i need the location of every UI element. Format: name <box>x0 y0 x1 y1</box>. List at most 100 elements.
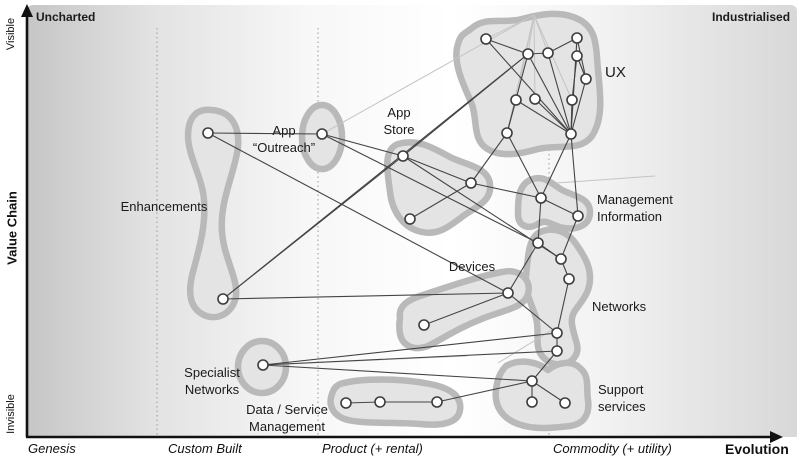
label-industrialised: Industrialised <box>712 10 791 24</box>
map-node-E2[interactable] <box>217 293 229 305</box>
map-node-N3[interactable] <box>563 273 575 285</box>
map-node-M1[interactable] <box>535 192 547 204</box>
cluster-label-app-store-line1: Store <box>383 122 414 137</box>
map-node-U10[interactable] <box>501 127 513 139</box>
edge-U1-U11 <box>485 38 572 135</box>
edge-U3-U11 <box>527 53 572 135</box>
edge-U1-U3 <box>485 38 529 55</box>
edge-M2-N2 <box>560 215 579 260</box>
edge-N3-N4 <box>556 278 570 334</box>
x-axis-title: Evolution <box>725 441 789 457</box>
edge-U7-U11 <box>515 99 572 135</box>
map-node-U7[interactable] <box>510 94 522 106</box>
x-axis-label-commodity: Commodity (+ utility) <box>553 441 672 456</box>
x-axis-label-custom-built: Custom Built <box>168 441 242 456</box>
cluster-label-data-service-management-line1: Management <box>249 419 325 434</box>
edge-N1-Dv2 <box>507 242 539 294</box>
map-node-A[interactable] <box>316 128 328 140</box>
map-node-AS1[interactable] <box>397 150 409 162</box>
edge-AS2-M1 <box>470 182 542 199</box>
cluster-label-devices-line0: Devices <box>449 259 496 274</box>
faint-ray-to-U9 <box>533 14 573 101</box>
map-node-D1[interactable] <box>340 397 352 409</box>
map-node-E1[interactable] <box>202 127 214 139</box>
map-node-N5[interactable] <box>551 345 563 357</box>
edge-SS1-D3 <box>436 380 533 403</box>
edge-AS2-AS3 <box>409 182 472 220</box>
map-node-U11[interactable] <box>565 128 577 140</box>
faint-segment-2 <box>497 329 553 364</box>
edge-M1-M2 <box>540 197 579 217</box>
edge-S-SS1 <box>262 364 533 382</box>
faint-ray-to-U10 <box>506 14 535 134</box>
edge-SS1-SS3 <box>531 380 566 404</box>
x-axis-arrowhead <box>770 431 783 443</box>
map-node-U4[interactable] <box>542 47 554 59</box>
y-axis-label-invisible: Invisible <box>5 394 17 434</box>
cluster-label-app-store-line0: App <box>387 105 410 120</box>
cluster-label-app-outreach-line1: “Outreach” <box>253 140 315 155</box>
edge-S-N4 <box>262 332 558 366</box>
map-node-U9[interactable] <box>566 94 578 106</box>
cluster-blob-ux <box>453 10 604 158</box>
map-node-U2[interactable] <box>571 32 583 44</box>
edge-Dv1-Dv2 <box>423 292 509 326</box>
cluster-blob-app-store <box>384 139 494 237</box>
cluster-label-management-information-line1: Information <box>597 209 662 224</box>
edge-E1-Dv2 <box>207 132 509 294</box>
edge-S-N5 <box>262 350 558 366</box>
edge-E2-Dv2 <box>222 292 509 300</box>
y-axis-label-visible: Visible <box>5 17 17 51</box>
map-node-U8[interactable] <box>529 93 541 105</box>
map-node-AS2[interactable] <box>465 177 477 189</box>
cluster-label-management-information-line0: Management <box>597 192 673 207</box>
map-node-D3[interactable] <box>431 396 443 408</box>
cluster-blob-networks <box>522 226 594 368</box>
edge-U8-U11 <box>534 98 572 135</box>
faint-ray-to-U8 <box>533 14 536 100</box>
cluster-label-app-outreach-line0: App <box>272 123 295 138</box>
map-node-U1[interactable] <box>480 33 492 45</box>
edge-U6-U11 <box>570 78 587 135</box>
map-node-S[interactable] <box>257 359 269 371</box>
edge-Dv2-N4 <box>507 292 558 334</box>
cluster-label-data-service-management-line0: Data / Service <box>246 402 328 417</box>
x-axis-label-genesis: Genesis <box>28 441 76 456</box>
cluster-blob-management-information <box>514 174 594 232</box>
map-node-SS2[interactable] <box>526 396 538 408</box>
cluster-blob-support-services <box>492 358 592 432</box>
x-axis-label-product: Product (+ rental) <box>322 441 423 456</box>
y-axis-arrowhead <box>21 4 33 17</box>
label-uncharted: Uncharted <box>36 10 96 24</box>
map-node-U3[interactable] <box>522 48 534 60</box>
map-node-U5[interactable] <box>571 50 583 62</box>
map-node-SS1[interactable] <box>526 375 538 387</box>
map-node-N1[interactable] <box>532 237 544 249</box>
map-node-D2[interactable] <box>374 396 386 408</box>
map-node-Dv1[interactable] <box>418 319 430 331</box>
edge-AS1-U3 <box>402 53 529 157</box>
map-node-N4[interactable] <box>551 327 563 339</box>
y-axis-title: Value Chain <box>4 191 20 265</box>
edge-M1-U11 <box>540 133 572 199</box>
map-node-N2[interactable] <box>555 253 567 265</box>
map-node-AS3[interactable] <box>404 213 416 225</box>
map-node-U6[interactable] <box>580 73 592 85</box>
cluster-label-support-services-line1: services <box>598 399 646 414</box>
edge-M2-U11 <box>570 133 579 217</box>
map-node-Dv2[interactable] <box>502 287 514 299</box>
edge-AS1-AS2 <box>402 155 472 184</box>
faint-segment-1 <box>555 175 656 184</box>
cluster-label-ux-line0: UX <box>605 64 626 81</box>
edge-AS2-U10 <box>470 132 508 184</box>
map-node-M2[interactable] <box>572 210 584 222</box>
map-node-SS3[interactable] <box>559 397 571 409</box>
cluster-label-networks-line0: Networks <box>592 299 647 314</box>
cluster-label-support-services-line0: Support <box>598 382 644 397</box>
cluster-blob-enhancements <box>184 106 242 321</box>
cluster-label-specialist-networks-line1: Networks <box>185 382 240 397</box>
edge-A-N1 <box>321 133 539 244</box>
cluster-label-specialist-networks-line0: Specialist <box>184 365 240 380</box>
